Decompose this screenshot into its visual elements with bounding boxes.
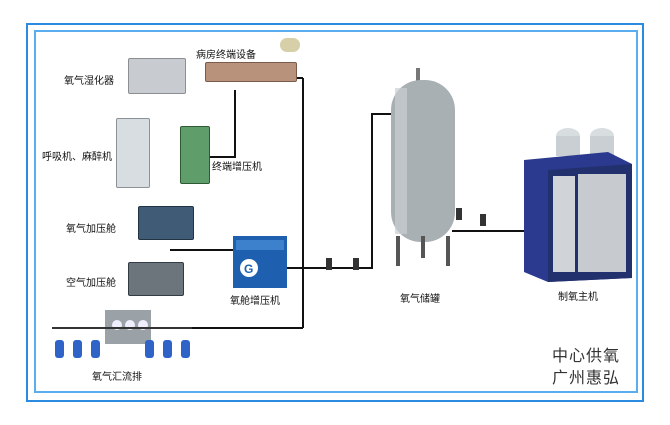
label-chamber-booster: 氧舱增压机 (230, 296, 280, 307)
pipe-network (150, 77, 540, 329)
valve-icon (480, 214, 486, 226)
label-ventilator: 呼吸机、麻醉机 (42, 152, 112, 163)
diagram-outer-frame (26, 23, 644, 402)
valve-icon (456, 208, 462, 220)
label-manifold: 氧气汇流排 (92, 372, 142, 383)
ward-terminal-icon (205, 62, 297, 82)
pipe-booster-to-tank (285, 113, 392, 269)
humidifier-icon (128, 58, 186, 94)
label-storage-tank: 氧气储罐 (400, 294, 440, 305)
label-air-chamber: 空气加压舱 (66, 278, 116, 289)
svg-text:G: G (244, 262, 253, 276)
label-oxygen-chamber: 氧气加压舱 (66, 224, 116, 235)
storage-tank-icon (391, 68, 455, 266)
valve-icon (353, 258, 359, 270)
chamber-booster-icon: G (233, 236, 287, 288)
terminal-booster-icon (180, 126, 210, 184)
valves (326, 208, 486, 270)
label-humidifier: 氧气湿化器 (64, 76, 114, 87)
pipe-terminal-booster (205, 90, 236, 158)
oxygen-chamber-icon (138, 206, 194, 240)
watermark-line1: 中心供氧 (552, 346, 621, 365)
manifold-icon (52, 310, 192, 358)
valve-icon (326, 258, 332, 270)
watermark-line2: 广州惠弘 (552, 368, 621, 387)
label-ward-terminal: 病房终端设备 (196, 50, 256, 61)
ventilator-icon (116, 118, 150, 188)
lamp-icon (280, 38, 300, 52)
label-terminal-booster: 终端增压机 (212, 162, 262, 173)
label-generator: 制氧主机 (558, 292, 598, 303)
air-chamber-icon (128, 262, 184, 296)
generator-icon (524, 128, 632, 282)
diagram-inner-frame (34, 30, 638, 393)
